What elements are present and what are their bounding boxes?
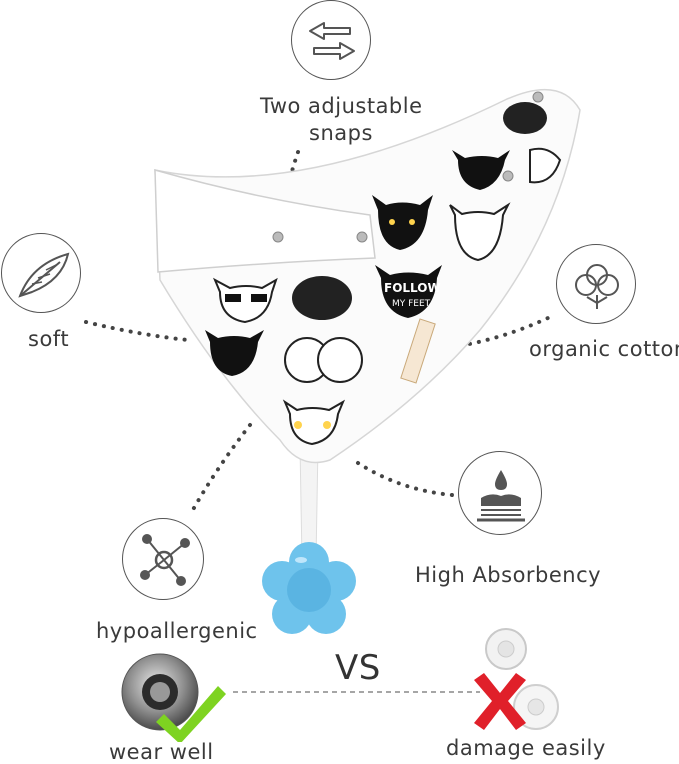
cat-prints: FOLLOW MY FEET [205, 102, 562, 446]
organic-label: organic cotton [529, 337, 679, 361]
bad-label: damage easily [446, 736, 606, 760]
snaps-label: Two adjustable snaps [260, 93, 422, 147]
bib-band [154, 168, 376, 273]
absorbency-icon-circle [458, 451, 542, 535]
soft-label: soft [28, 327, 70, 351]
plastic-snap-cross-icon [474, 628, 559, 730]
water-drop-cake-icon [477, 470, 525, 522]
hypoallergenic-icon-circle [122, 518, 204, 600]
snap-1 [272, 231, 284, 243]
arrows-icon [309, 22, 355, 60]
connector-soft [84, 320, 190, 342]
snaps-icon-circle [291, 0, 371, 80]
flower-teether [262, 542, 356, 634]
snaps-label-line2: snaps [309, 121, 373, 145]
feather-icon [18, 252, 70, 298]
metal-snap-check-icon [121, 653, 226, 742]
connector-absorbency [356, 461, 454, 497]
snap-3 [532, 91, 544, 103]
organic-icon-circle [556, 244, 636, 324]
connector-hypoallergenic [188, 423, 252, 517]
good-label: wear well [109, 740, 214, 764]
snap-2 [356, 231, 368, 243]
brand-tag [400, 318, 436, 384]
snap-4 [502, 170, 514, 182]
soft-icon-circle [1, 233, 81, 313]
svg-text:MY FEET: MY FEET [392, 299, 431, 309]
snaps-label-line1: Two adjustable [260, 94, 423, 118]
absorbency-label: High Absorbency [415, 563, 602, 587]
hypoallergenic-label: hypoallergenic [96, 619, 258, 643]
svg-text:FOLLOW: FOLLOW [384, 281, 441, 295]
molecule-icon [140, 534, 190, 586]
cotton-flower-icon [575, 264, 619, 309]
vs-text: VS [335, 648, 381, 688]
